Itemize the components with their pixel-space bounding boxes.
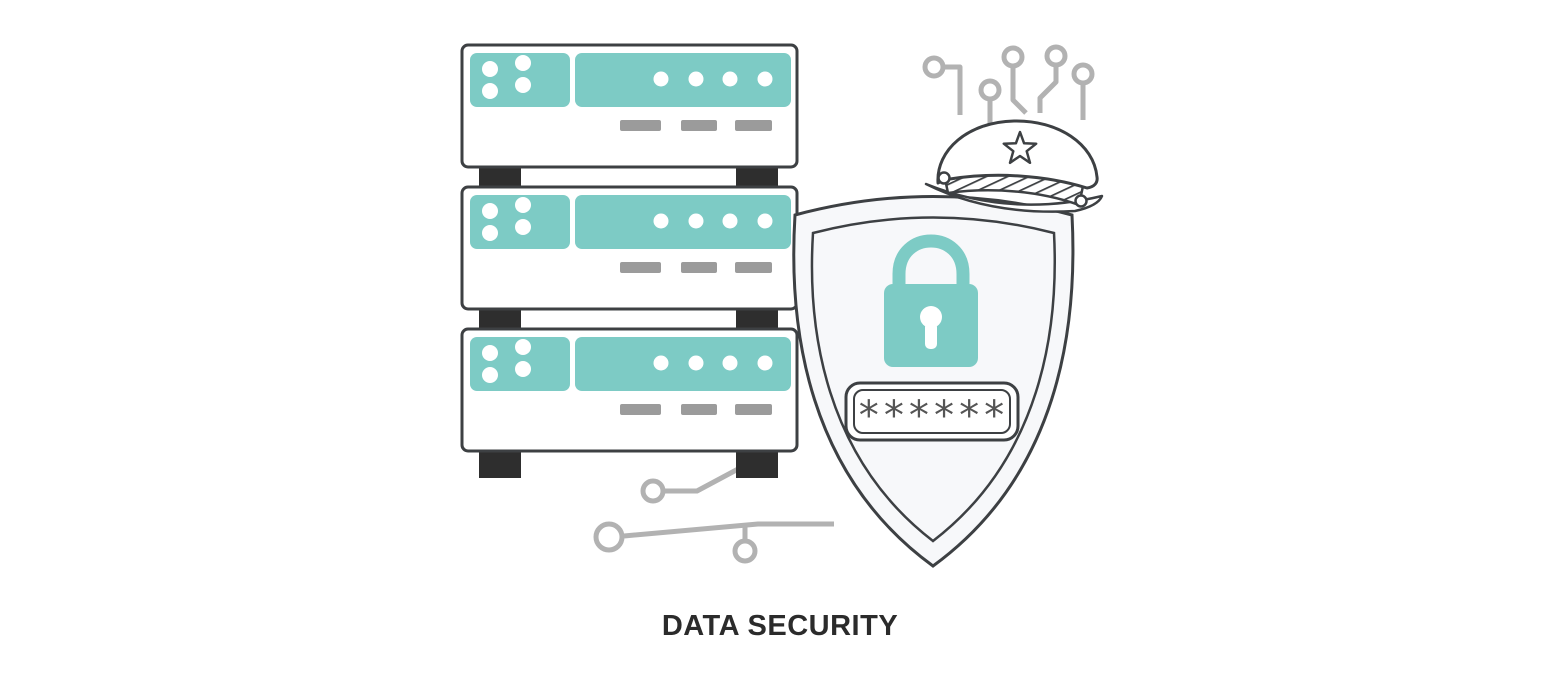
password-field-outer (844, 381, 1020, 442)
circuit-node (922, 55, 946, 79)
status-led (653, 355, 669, 371)
status-led (688, 71, 704, 87)
circuit-trace-top-icon (922, 44, 1095, 126)
indicator-bar (620, 262, 661, 273)
keyhole-icon (925, 322, 937, 349)
status-led (722, 213, 738, 229)
cap-button (937, 171, 951, 185)
circuit-node (640, 478, 666, 504)
status-led (757, 71, 773, 87)
status-led (515, 339, 531, 355)
indicator-bar (681, 404, 717, 415)
rack-foot (736, 448, 778, 478)
cap-button (1074, 194, 1088, 208)
circuit-trace (944, 64, 963, 115)
padlock-shackle (892, 234, 970, 290)
status-led (653, 71, 669, 87)
circuit-node (1071, 62, 1095, 86)
status-led (688, 355, 704, 371)
padlock-icon (884, 234, 978, 367)
server-unit (460, 327, 799, 453)
circuit-node (593, 521, 625, 553)
status-led (515, 219, 531, 235)
cap-visor (924, 182, 1104, 213)
server-unit (460, 185, 799, 311)
star-icon (1002, 130, 1038, 165)
circuit-node (1001, 45, 1025, 69)
circuit-node (1044, 44, 1068, 68)
password-mask: ****** (857, 393, 1008, 439)
status-led (688, 213, 704, 229)
circuit-trace (623, 521, 834, 539)
shield-outer-border (792, 195, 1075, 568)
status-led (482, 345, 498, 361)
server-stack-icon (460, 43, 799, 453)
indicator-bar (681, 120, 717, 131)
indicator-bar (735, 262, 772, 273)
status-led (515, 197, 531, 213)
server-panel-right (575, 53, 791, 107)
indicator-bar (681, 262, 717, 273)
server-panel-right (575, 195, 791, 249)
status-led (722, 355, 738, 371)
password-field: ****** (844, 381, 1020, 442)
status-led (515, 77, 531, 93)
indicator-bar (735, 404, 772, 415)
status-led (482, 83, 498, 99)
password-field-inner (853, 389, 1011, 434)
circuit-node (732, 538, 758, 564)
status-led (515, 55, 531, 71)
shield-inner-border (810, 216, 1056, 543)
server-unit (460, 43, 799, 169)
police-cap-icon (924, 119, 1104, 213)
keyhole-icon (920, 306, 942, 328)
status-led (757, 213, 773, 229)
rack-foot (479, 448, 521, 478)
status-led (722, 71, 738, 87)
indicator-bar (735, 120, 772, 131)
circuit-trace-bottom-icon (593, 450, 834, 564)
status-led (482, 61, 498, 77)
status-led (482, 203, 498, 219)
status-led (653, 213, 669, 229)
status-led (757, 355, 773, 371)
shield-icon: ****** (792, 195, 1075, 568)
status-led (482, 225, 498, 241)
circuit-trace (1010, 66, 1028, 115)
status-led (515, 361, 531, 377)
status-led (482, 367, 498, 383)
circuit-trace (1037, 65, 1059, 113)
indicator-bar (620, 120, 661, 131)
server-panel-right (575, 337, 791, 391)
indicator-bar (620, 404, 661, 415)
circuit-node (978, 78, 1002, 102)
page-title: DATA SECURITY (661, 610, 899, 642)
circuit-trace (665, 450, 743, 494)
